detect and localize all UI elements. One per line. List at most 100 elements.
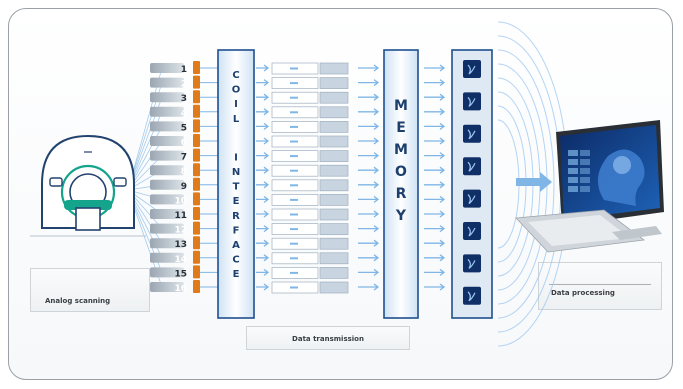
image-slice-icon [463, 92, 481, 111]
arrow-to-memory [358, 64, 380, 72]
arrow-to-images [424, 283, 446, 291]
screen-panel-tile [568, 177, 578, 183]
arrow-to-data [256, 79, 270, 87]
arrow-to-memory [358, 108, 380, 116]
coil-number: 9 [181, 182, 187, 192]
coil-connector [193, 250, 200, 264]
data-transmission-box: Data transmission [246, 326, 410, 350]
arrow-to-images [424, 79, 446, 87]
image-slice-icon [463, 286, 481, 305]
scanner-right-panel [113, 177, 127, 187]
arrow-to-memory [358, 152, 380, 160]
image-slice-mark [467, 194, 476, 205]
arrow-to-images [424, 108, 446, 116]
data-cell [319, 267, 349, 279]
image-slice-icon [463, 157, 481, 176]
data-cell [319, 106, 349, 119]
memory-column [383, 49, 419, 319]
arrow-to-images [424, 137, 446, 145]
coil-number: 10 [174, 196, 187, 206]
arrow-to-memory [358, 166, 380, 174]
head-silhouette [597, 149, 645, 206]
arrow-to-memory [358, 239, 380, 247]
arrow-to-data [256, 64, 270, 72]
arrow-to-data [256, 181, 270, 189]
analog-scanning-label: Analog scanning [45, 297, 111, 305]
coil-bar [150, 252, 184, 263]
data-cell [319, 62, 349, 75]
coil-connector [193, 192, 200, 206]
data-cell [319, 91, 349, 104]
coil-connector [193, 177, 200, 191]
arrow-to-data [256, 137, 270, 145]
coil-bar [150, 223, 184, 234]
arrow-to-memory [358, 79, 380, 87]
screen-panel-tile [580, 150, 590, 156]
arrow-to-data [256, 210, 270, 218]
brain-highlight [613, 156, 631, 174]
coil-connector [193, 148, 200, 162]
screen-panel-tile [580, 177, 590, 183]
coil-connector [193, 207, 200, 220]
arrow-to-images [424, 152, 446, 160]
coil-bar [150, 238, 184, 249]
image-slice-mark [467, 129, 476, 140]
data-transmission-label: Data transmission [292, 335, 364, 343]
coil-connector [193, 134, 200, 147]
signal-arc [497, 119, 520, 249]
arrow-to-data [256, 122, 270, 130]
data-cell [319, 135, 349, 148]
arrow-to-images [424, 166, 446, 174]
arrow-to-data [256, 283, 270, 291]
coil-connector [193, 119, 200, 133]
arrow-to-images [424, 239, 446, 247]
coil-bar [150, 165, 184, 176]
arrow-to-memory [358, 268, 380, 276]
image-slice-icon [463, 254, 481, 273]
arrow-to-memory [358, 210, 380, 218]
coil-number: 3 [181, 94, 187, 104]
screen-panel-tile [568, 159, 578, 165]
coil-connector [193, 61, 200, 74]
screen-panel-tile [580, 186, 590, 192]
arrow-to-data [256, 152, 270, 160]
data-processing-box: Data processing [538, 262, 662, 310]
screen-panel-tile [568, 150, 578, 156]
arrow-to-images [424, 122, 446, 130]
arrow-to-data [256, 108, 270, 116]
data-processing-label: Data processing [551, 289, 615, 297]
coil-connector [193, 163, 200, 177]
arrow-to-memory [358, 137, 380, 145]
image-column [451, 49, 493, 319]
coil-bar [150, 77, 184, 88]
coil-number: 7 [181, 153, 187, 163]
image-slice-mark [467, 258, 476, 269]
coil-connector [193, 221, 200, 235]
arrow-to-data [256, 166, 270, 174]
coil-number: 11 [174, 211, 187, 221]
arrow-to-images [424, 64, 446, 72]
arrow-to-data [256, 195, 270, 203]
coil-number: 12 [174, 226, 187, 236]
data-cell [319, 237, 349, 250]
screen-panel-tile [568, 186, 578, 192]
coil-connector [193, 236, 200, 250]
image-slice-mark [467, 96, 476, 107]
coil-bar [150, 106, 184, 117]
arrow-to-data [256, 93, 270, 101]
coil-number: 6 [181, 138, 187, 148]
arrow-to-data [256, 268, 270, 276]
keyboard-keys [528, 215, 630, 246]
data-cell [319, 281, 349, 294]
arrow-to-images [424, 210, 446, 218]
image-slice-icon [463, 60, 481, 78]
arrow-to-memory [358, 195, 380, 203]
image-slice-icon [463, 124, 481, 143]
coil-number: 16 [174, 284, 187, 294]
image-slice-mark [467, 64, 476, 75]
coil-interface-column [217, 49, 255, 319]
coil-connector [193, 265, 200, 279]
coil-connector [193, 75, 200, 89]
